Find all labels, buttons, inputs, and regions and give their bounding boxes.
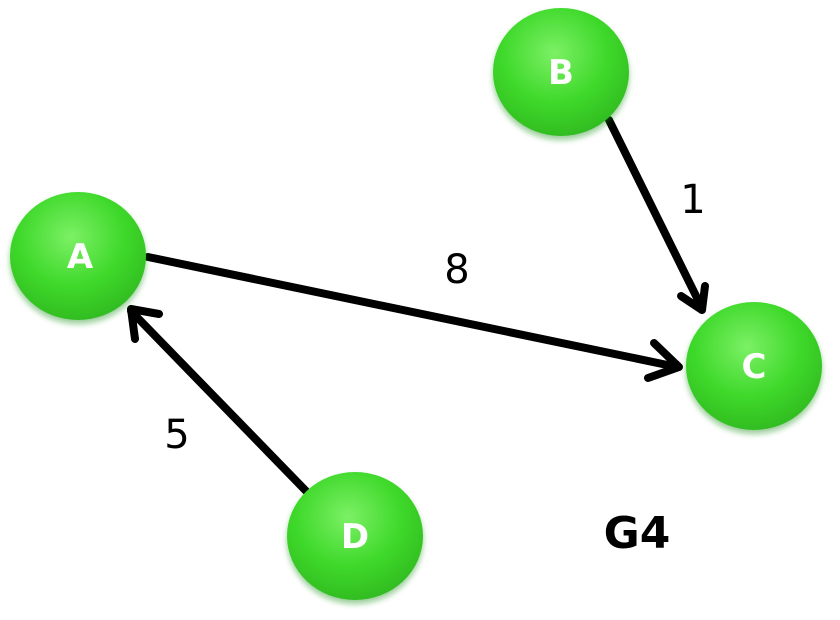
node-d[interactable]: D bbox=[287, 472, 423, 600]
graph-title: G4 bbox=[604, 508, 671, 559]
node-b-label: B bbox=[548, 53, 574, 93]
node-a-label: A bbox=[67, 237, 94, 277]
edge-line-a-c bbox=[144, 253, 681, 371]
edge-weight-b-c: 1 bbox=[680, 177, 705, 223]
edge-line-d-a bbox=[127, 307, 310, 495]
edges-layer: 8 1 5 bbox=[127, 116, 709, 495]
node-c-label: C bbox=[742, 347, 767, 387]
node-c-circle bbox=[686, 302, 822, 430]
edge-a-to-c: 8 bbox=[144, 247, 683, 382]
node-b[interactable]: B bbox=[493, 8, 629, 136]
arrowhead-c-from-b bbox=[677, 282, 709, 314]
node-a-circle bbox=[10, 192, 146, 320]
node-d-circle bbox=[287, 472, 423, 600]
node-a[interactable]: A bbox=[10, 192, 146, 320]
edge-d-to-a: 5 bbox=[127, 305, 310, 495]
edge-b-to-c: 1 bbox=[605, 116, 709, 314]
nodes-layer: A B C D bbox=[10, 8, 822, 600]
edge-weight-d-a: 5 bbox=[164, 412, 189, 458]
edge-weight-a-c: 8 bbox=[444, 247, 469, 293]
node-c[interactable]: C bbox=[686, 302, 822, 430]
node-b-circle bbox=[493, 8, 629, 136]
arrowhead-c-from-a bbox=[644, 339, 683, 382]
edge-line-b-c bbox=[605, 116, 706, 312]
arrowhead-a-from-d bbox=[127, 305, 163, 343]
node-d-label: D bbox=[341, 517, 369, 557]
